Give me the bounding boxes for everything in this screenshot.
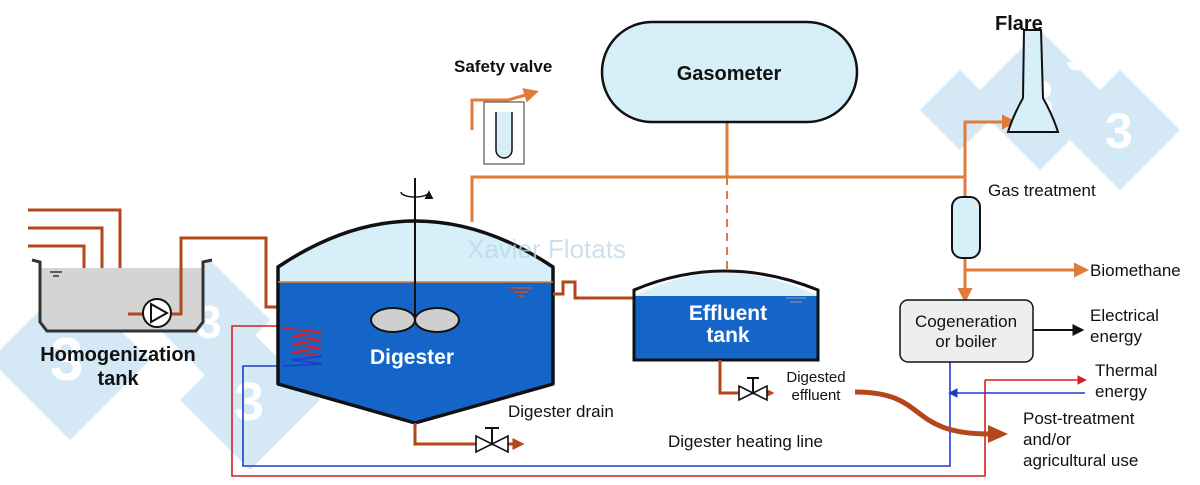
post-treatment-label-line3: agricultural use bbox=[1023, 451, 1138, 470]
gas-treatment-label: Gas treatment bbox=[988, 181, 1096, 200]
flare-label: Flare bbox=[995, 13, 1043, 35]
digester-label: Digester bbox=[370, 346, 454, 369]
electrical-label-line2: energy bbox=[1090, 327, 1142, 346]
homogenization-label-line2: tank bbox=[97, 368, 139, 390]
digested-label-line1: Digested bbox=[786, 369, 845, 386]
post-treatment-arrow bbox=[988, 425, 1008, 443]
cogeneration-box bbox=[899, 299, 1034, 363]
valve-icon bbox=[738, 377, 768, 402]
pump-icon bbox=[142, 298, 172, 328]
digester-level-symbol bbox=[510, 287, 532, 297]
digester-feed-pipe bbox=[172, 236, 280, 316]
gas-treatment-vessel bbox=[951, 196, 981, 259]
post-treatment-pipe bbox=[854, 389, 991, 437]
stirrer-icon bbox=[370, 178, 460, 333]
post-treatment-label-line1: Post-treatment bbox=[1023, 409, 1135, 428]
cogeneration-label-line2: or boiler bbox=[935, 332, 997, 351]
valve-icon bbox=[475, 427, 509, 454]
thermal-label-line2: energy bbox=[1095, 382, 1147, 401]
safety-valve-label: Safety valve bbox=[454, 57, 552, 76]
digested-label-line2: effluent bbox=[792, 387, 842, 404]
logo-glyph: 3 bbox=[1105, 103, 1133, 159]
effluent-tank bbox=[632, 269, 820, 362]
flare-icon bbox=[1006, 29, 1060, 133]
heating-line-label: Digester heating line bbox=[668, 432, 823, 451]
heating-coil bbox=[281, 327, 323, 367]
gasometer-label: Gasometer bbox=[677, 63, 782, 85]
thermal-label-line1: Thermal bbox=[1095, 361, 1157, 380]
digester-vessel bbox=[276, 219, 555, 425]
logo-glyph: 3 bbox=[234, 372, 264, 432]
post-treatment-label-line2: and/or bbox=[1023, 430, 1072, 449]
biomethane-label: Biomethane bbox=[1090, 261, 1181, 280]
watermark-text: Xavier Flotats bbox=[467, 234, 626, 264]
logo-glyph: 3 bbox=[50, 326, 83, 393]
gasometer-tank bbox=[600, 20, 859, 124]
safety-valve-vent-arrow bbox=[507, 88, 539, 103]
drain-pipe bbox=[413, 423, 508, 446]
logo-glyph: 3 bbox=[1066, 35, 1088, 79]
effluent-label-line2: tank bbox=[706, 324, 750, 347]
electrical-label-line1: Electrical bbox=[1090, 306, 1159, 325]
cogeneration-label-line1: Cogeneration bbox=[915, 312, 1017, 331]
effluent-label-line1: Effluent bbox=[689, 302, 767, 325]
homogenization-label-line1: Homogenization bbox=[40, 344, 196, 366]
safety-valve bbox=[483, 101, 525, 165]
homogenization-tank bbox=[31, 258, 213, 333]
digester-drain-label: Digester drain bbox=[508, 402, 614, 421]
